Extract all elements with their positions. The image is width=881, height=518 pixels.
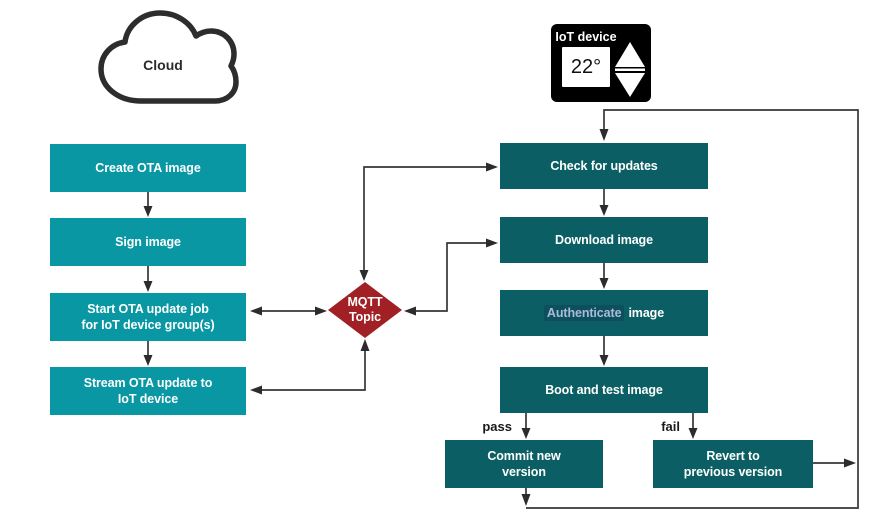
node-sign-image: Sign image xyxy=(50,218,246,266)
arrow-start-to-stream xyxy=(143,341,153,366)
iot-device-icon: IoT device 22° xyxy=(551,24,651,102)
down-arrow-icon xyxy=(615,73,645,97)
connector-start-job-mqtt xyxy=(250,306,327,316)
cloud-label: Cloud xyxy=(143,57,183,73)
node-commit-new-version: Commit new version xyxy=(445,440,603,488)
up-down-arrows-icon xyxy=(615,42,645,97)
node-start-ota-update-job: Start OTA update job for IoT device grou… xyxy=(50,293,246,341)
connector-mqtt-check-for-updates xyxy=(359,162,498,281)
node-check-for-updates: Check for updates xyxy=(500,143,708,189)
connector-feedback-loop xyxy=(521,109,859,509)
iot-device-label: IoT device xyxy=(555,30,617,44)
connector-mqtt-download-image xyxy=(404,238,498,316)
arrow-check-to-download xyxy=(599,189,609,216)
arrow-download-to-authenticate xyxy=(599,263,609,289)
arrow-create-to-sign xyxy=(143,192,153,217)
node-revert-to-previous-version: Revert to previous version xyxy=(653,440,813,488)
node-download-image: Download image xyxy=(500,217,708,263)
up-arrow-icon xyxy=(615,42,645,67)
arrow-fail-to-revert xyxy=(688,413,698,439)
fail-branch-label: fail xyxy=(661,419,680,434)
authenticate-highlighted-word: Authenticate xyxy=(543,304,625,322)
arrow-revert-to-loop xyxy=(813,458,856,468)
arrow-sign-to-start xyxy=(143,266,153,292)
cloud-icon xyxy=(98,10,239,104)
node-create-ota-image: Create OTA image xyxy=(50,144,246,192)
arrow-authenticate-to-boot xyxy=(599,336,609,366)
node-stream-ota-update: Stream OTA update to IoT device xyxy=(50,367,246,415)
node-authenticate-image: Authenticate image xyxy=(500,290,708,336)
node-boot-and-test-image: Boot and test image xyxy=(500,367,708,413)
arrow-pass-to-commit xyxy=(521,413,531,439)
connector-stream-mqtt xyxy=(250,339,370,395)
pass-branch-label: pass xyxy=(482,419,512,434)
authenticate-rest-word: image xyxy=(628,305,665,320)
temperature-display: 22° xyxy=(562,47,610,87)
